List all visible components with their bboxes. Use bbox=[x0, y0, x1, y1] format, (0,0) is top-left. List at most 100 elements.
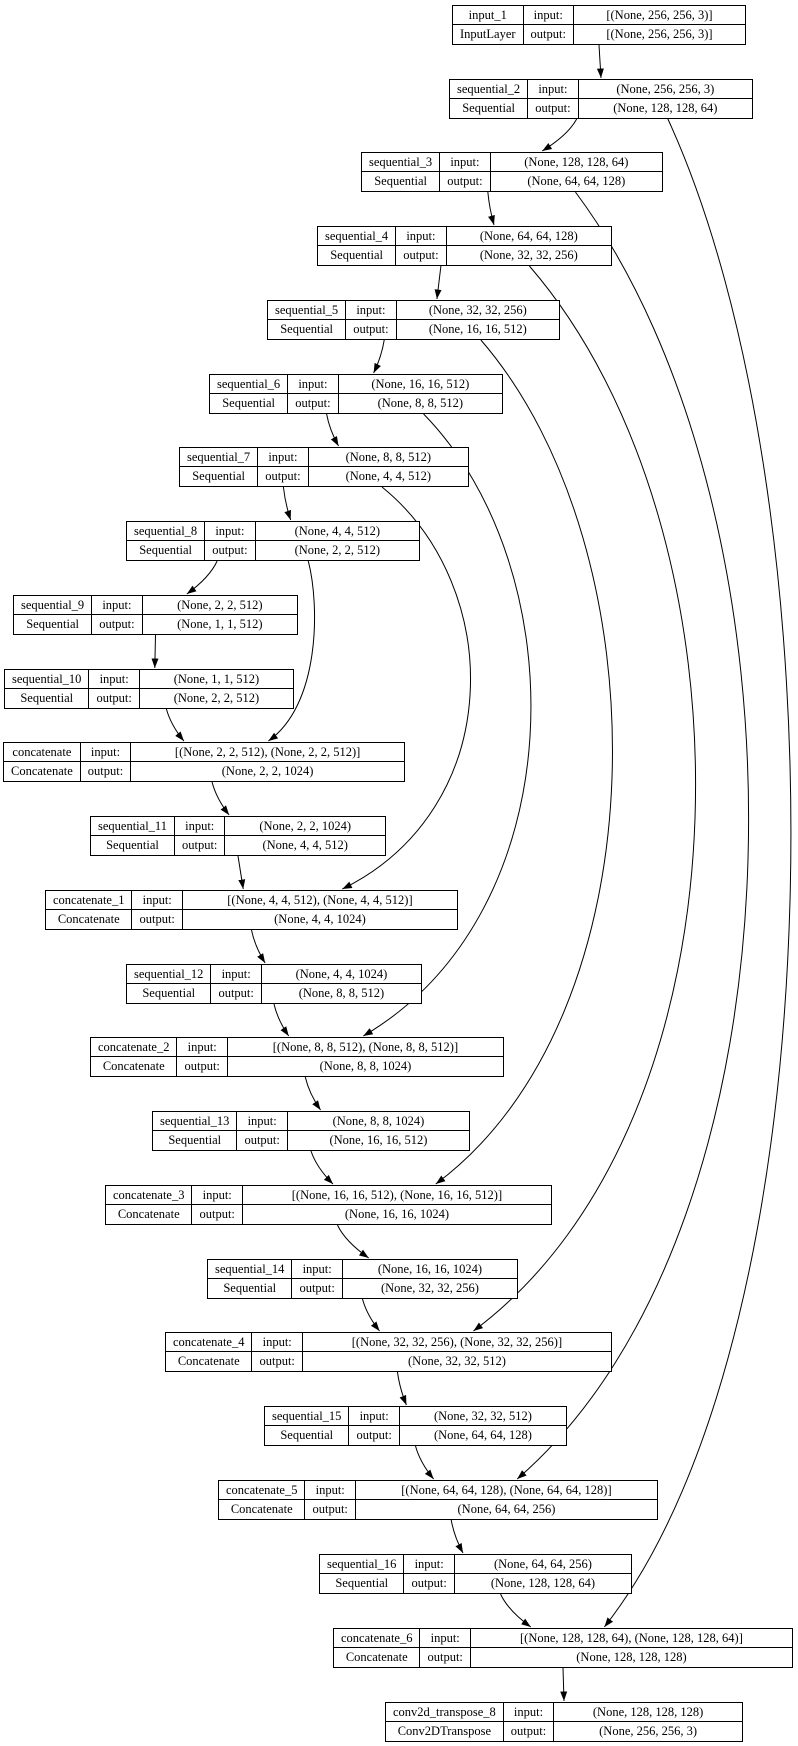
node-input-label: input: bbox=[237, 1112, 288, 1131]
node-input-shape: (None, 16, 16, 512) bbox=[338, 375, 502, 394]
node-output-shape: (None, 32, 32, 256) bbox=[380, 1281, 479, 1296]
node-output-shape: (None, 64, 64, 256) bbox=[457, 1502, 556, 1517]
node-layer-name: sequential_13 bbox=[153, 1112, 238, 1131]
node-layer-name: sequential_14 bbox=[208, 1260, 293, 1279]
node-output-shape: [(None, 256, 256, 3)] bbox=[606, 27, 713, 42]
edge-concatenate_5-to-sequential_16 bbox=[450, 1519, 464, 1554]
node-output-shape: (None, 4, 4, 512) bbox=[345, 469, 431, 484]
edge-sequential_8-to-sequential_9 bbox=[186, 560, 218, 595]
node-input-shape: (None, 256, 256, 3) bbox=[578, 80, 752, 99]
node-layer-class: Sequential bbox=[127, 984, 212, 1003]
node-input-shape: (None, 128, 128, 64) bbox=[490, 153, 662, 172]
node-layer-name: conv2d_transpose_8 bbox=[386, 1703, 504, 1722]
node-output-label: output: bbox=[396, 246, 447, 265]
edge-sequential_4-to-sequential_5 bbox=[434, 265, 442, 300]
node-output-label: output: bbox=[420, 1648, 471, 1667]
node-input-shape: (None, 1, 1, 512) bbox=[139, 670, 293, 689]
node-input-label: input: bbox=[192, 1186, 243, 1205]
node-layer-class: Sequential bbox=[265, 1426, 350, 1445]
node-input-label: input: bbox=[132, 891, 183, 910]
node-layer-class: Sequential bbox=[318, 246, 397, 265]
node-input-shape: (None, 16, 16, 1024) bbox=[342, 1260, 517, 1279]
edge-sequential_6-to-sequential_7 bbox=[326, 413, 339, 447]
node-layer-name: concatenate_6 bbox=[334, 1629, 421, 1648]
node-output-label: output: bbox=[404, 1574, 455, 1593]
edge-sequential_2-to-sequential_3 bbox=[541, 118, 578, 152]
node-input-shape: [(None, 64, 64, 128), (None, 64, 64, 128… bbox=[355, 1481, 657, 1500]
node-output-shape: (None, 128, 128, 64) bbox=[613, 101, 718, 116]
edge-sequential_12-to-concatenate_2 bbox=[273, 1003, 290, 1037]
node-output-label: output: bbox=[292, 1279, 343, 1298]
node-output-shape: (None, 8, 8, 512) bbox=[298, 986, 385, 1001]
node-layer-name: concatenate_3 bbox=[106, 1186, 193, 1205]
node-output-label: output: bbox=[305, 1500, 356, 1519]
node-input-shape: (None, 4, 4, 1024) bbox=[261, 965, 421, 984]
node-input-shape: [(None, 2, 2, 512), (None, 2, 2, 512)] bbox=[131, 743, 404, 762]
edge-sequential_11-to-concatenate_1 bbox=[237, 855, 246, 890]
node-input-label: input: bbox=[177, 1038, 228, 1057]
node-layer-name: concatenate_2 bbox=[91, 1038, 178, 1057]
edge-sequential_15-to-concatenate_5 bbox=[415, 1445, 434, 1480]
node-output-label: output: bbox=[192, 1205, 243, 1224]
node-layer-name: sequential_10 bbox=[5, 670, 90, 689]
node-input-label: input: bbox=[420, 1629, 471, 1648]
node-layer-class: Sequential bbox=[91, 836, 175, 855]
edge-concatenate_2-to-sequential_13 bbox=[304, 1076, 321, 1111]
node-input-label: input: bbox=[292, 1260, 343, 1279]
node-layer-class: Concatenate bbox=[4, 762, 81, 781]
node-output-label: output: bbox=[205, 541, 256, 560]
node-layer-class: Sequential bbox=[320, 1574, 405, 1593]
node-output-shape: (None, 8, 8, 512) bbox=[377, 396, 463, 411]
node-output-label: output: bbox=[237, 1131, 288, 1150]
node-input-shape: (None, 64, 64, 128) bbox=[446, 227, 611, 246]
node-input-shape: [(None, 128, 128, 64), (None, 128, 128, … bbox=[470, 1629, 792, 1648]
node-input-shape: [(None, 8, 8, 512), (None, 8, 8, 512)] bbox=[227, 1038, 503, 1057]
node-input-label: input: bbox=[92, 596, 143, 615]
node-layer-class: Concatenate bbox=[91, 1057, 178, 1076]
node-input-shape: [(None, 4, 4, 512), (None, 4, 4, 512)] bbox=[182, 891, 457, 910]
node-output-label: output: bbox=[440, 172, 491, 191]
node-output-shape: (None, 128, 128, 128) bbox=[576, 1650, 687, 1665]
node-input-shape: (None, 32, 32, 256) bbox=[396, 301, 559, 320]
node-layer-class: Concatenate bbox=[219, 1500, 306, 1519]
node-layer-name: concatenate_4 bbox=[166, 1333, 253, 1352]
node-input-label: input: bbox=[528, 80, 579, 99]
node-output-shape: (None, 2, 2, 1024) bbox=[221, 764, 314, 779]
node-output-label: output: bbox=[258, 467, 309, 486]
node-layer-name: sequential_5 bbox=[268, 301, 347, 320]
node-layer-class: Sequential bbox=[210, 394, 289, 413]
node-layer-name: concatenate_1 bbox=[46, 891, 133, 910]
node-input-shape: (None, 8, 8, 512) bbox=[308, 448, 468, 467]
edge-concatenate-to-sequential_11 bbox=[211, 781, 230, 816]
node-layer-name: sequential_12 bbox=[127, 965, 212, 984]
edge-sequential_3-to-sequential_4 bbox=[487, 191, 495, 226]
node-output-shape: (None, 32, 32, 256) bbox=[479, 248, 578, 263]
node-output-shape: (None, 32, 32, 512) bbox=[408, 1354, 506, 1369]
node-output-label: output: bbox=[349, 1426, 400, 1445]
node-output-label: output: bbox=[528, 99, 579, 118]
edge-sequential_10-to-concatenate bbox=[165, 708, 185, 742]
node-output-shape: (None, 16, 16, 512) bbox=[428, 322, 527, 337]
node-layer-class: Sequential bbox=[268, 320, 347, 339]
node-layer-name: sequential_4 bbox=[318, 227, 397, 246]
edge-sequential_14-to-concatenate_4 bbox=[362, 1298, 380, 1332]
edge-concatenate_3-to-sequential_14 bbox=[336, 1224, 370, 1259]
node-output-shape: (None, 128, 128, 64) bbox=[490, 1576, 595, 1591]
node-input-shape: (None, 2, 2, 512) bbox=[142, 596, 297, 615]
node-layer-name: sequential_2 bbox=[450, 80, 529, 99]
node-layer-name: sequential_7 bbox=[180, 448, 259, 467]
node-input-shape: [(None, 256, 256, 3)] bbox=[573, 6, 745, 25]
node-layer-class: Concatenate bbox=[166, 1352, 253, 1371]
node-input-label: input: bbox=[288, 375, 339, 394]
node-input-label: input: bbox=[349, 1407, 400, 1426]
node-output-label: output: bbox=[211, 984, 262, 1003]
